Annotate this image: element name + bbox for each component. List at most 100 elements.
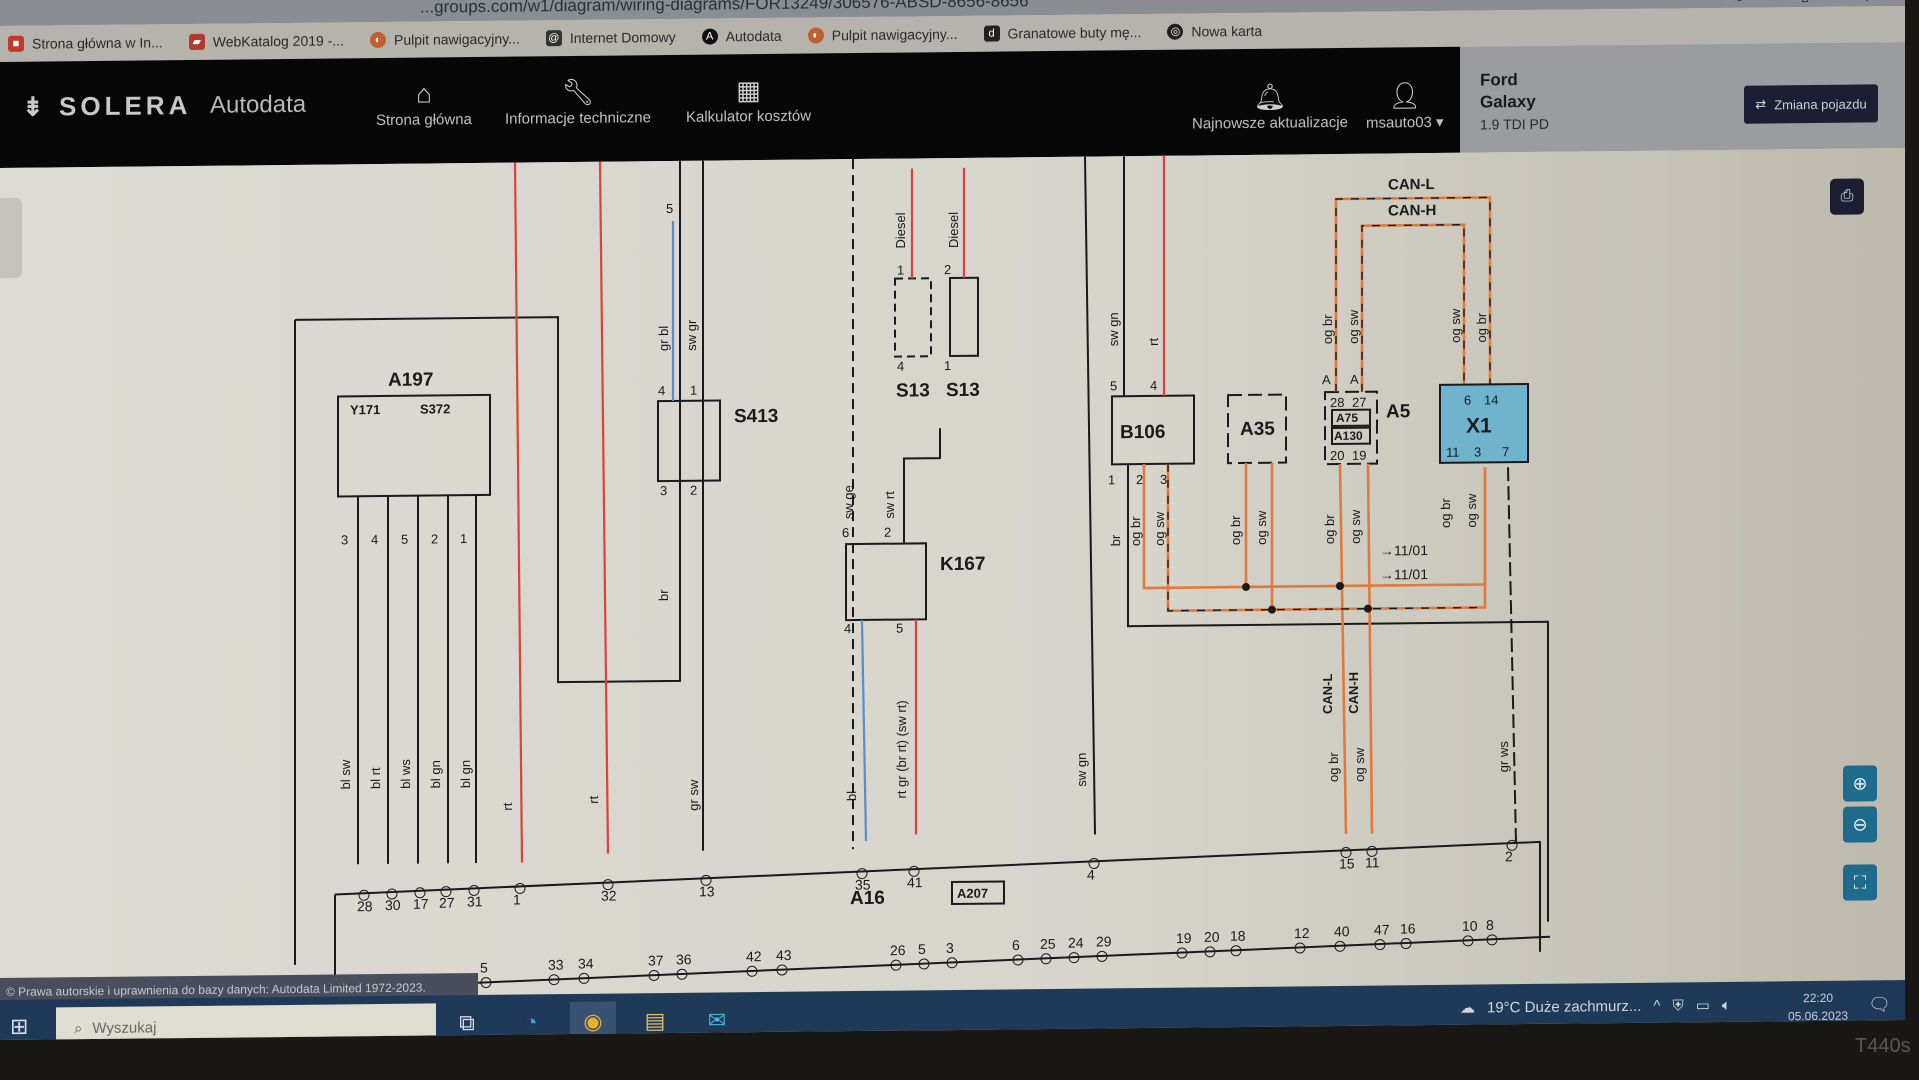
a75-box [1331,408,1371,428]
pin-label: 4 [844,621,851,636]
wiring-diagram-viewport[interactable]: A197 S413 S13 S13 K167 B106 A35 A5 X1 A1… [0,148,1905,1000]
logo-mark-icon: ⇟ [22,91,60,122]
file-explorer-icon[interactable]: ▤ [644,1008,666,1034]
pin-label: 19 [1352,448,1366,463]
ecu-pin-terminal [1374,939,1386,951]
ecu-pin-terminal [414,887,426,899]
car-icon: ▰ [188,33,205,51]
chevron-up-icon[interactable]: ^ [1653,997,1661,1015]
windows-start-icon[interactable]: ⊞ [10,1013,29,1039]
bookmark-4[interactable]: @Internet Domowy [545,29,676,47]
label-a35: A35 [1240,419,1275,440]
nav-cost-calculator[interactable]: ▦ Kalkulator kosztów [686,72,811,126]
wire-label: og sw [1448,308,1463,343]
wire-label: og br [1322,514,1337,544]
ecu-bottom-pin-label: 3 [946,940,954,956]
can-l-wire [1334,196,1492,393]
ref-label-1[interactable]: 11/01 [1394,542,1428,558]
ecu-pin-terminal [700,874,712,886]
zoom-out-icon: ⊖ [1852,814,1868,835]
weather-icon: ☁ [1460,999,1475,1017]
ecu-bottom-pin-label: 5 [480,960,488,976]
nav-latest-updates[interactable]: 🔔︎ Najnowsze aktualizacje [1192,78,1348,133]
chrome-icon[interactable]: ◉ [570,1001,616,1040]
solera-logo[interactable]: ⇟ SOLERA [22,89,192,122]
junction-dot [1364,604,1372,613]
zoom-in-icon: ⊕ [1852,773,1868,794]
volume-icon[interactable]: 🔈︎ [1721,996,1731,1014]
battery-icon[interactable]: ▭ [1695,997,1710,1015]
wrench-icon: 🔧︎ [561,76,595,108]
wire-label: bl gn [428,760,443,788]
ecu-pin-terminal [1400,938,1412,950]
print-icon: ⎙ [1840,187,1854,205]
ecu-bottom-pin-label: 18 [1230,928,1246,944]
star-icon[interactable]: ☆ [1766,0,1780,6]
fullscreen-button[interactable]: ⛶ [1843,864,1877,901]
nav-technical-info[interactable]: 🔧︎ Informacje techniczne [505,73,651,128]
pin-label: 5 [401,532,408,547]
wire-label: bl sw [338,759,353,789]
a16-bottom-edge [469,935,1551,985]
wire-label: Diesel [946,212,961,248]
zoom-in-button[interactable]: ⊕ [1843,765,1877,802]
zoom-out-button[interactable]: ⊖ [1843,806,1877,843]
ecu-bottom-pin-label: 33 [548,957,564,973]
calculator-icon: ▦ [736,75,761,106]
globe-icon: @ [545,30,562,47]
pin-label: 20 [1330,448,1344,463]
ecu-bottom-pin-label: 16 [1400,920,1416,936]
label-a5: A5 [1386,401,1411,422]
a197-frame [295,160,681,684]
a5-wire-20 [1338,463,1348,834]
user-menu[interactable]: 👤︎ msauto03 ▾ [1366,77,1444,132]
task-view-icon[interactable]: ⧉ [459,1010,475,1036]
home-icon: ⌂ [416,78,432,109]
mail-icon[interactable]: ✉ [707,1007,727,1033]
profile-icon[interactable]: ● [1829,0,1839,5]
bookmark-3[interactable]: ◐Pulpit nawigacyjny... [370,31,520,49]
a35-box [1227,393,1287,465]
ecu-bottom-pin-label: 40 [1334,923,1350,939]
bookmark-2[interactable]: ▰WebKatalog 2019 -... [188,32,344,51]
fullscreen-icon: ⛶ [1853,872,1867,893]
change-vehicle-button[interactable]: ⇄ Zmiana pojazdu [1744,84,1878,124]
defender-icon[interactable]: ⛨ [1672,996,1684,1014]
nav-home[interactable]: ⌂ Strona główna [376,75,472,129]
vehicle-panel: Ford Galaxy 1.9 TDI PD ⇄ Zmiana pojazdu [1460,42,1905,153]
share-icon[interactable]: ⇪ [1733,0,1746,6]
ecu-top-pin-label: 28 [357,898,373,914]
a5-wire-19 [1366,463,1374,834]
url-text[interactable]: ...groups.com/w1/diagram/wiring-diagrams… [420,0,1029,17]
taskbar-search[interactable]: ⌕ Wyszukaj [56,1003,436,1040]
ecu-pin-terminal [358,889,370,901]
ecu-pin-terminal [676,968,688,980]
print-button[interactable]: ⎙ [1830,178,1864,215]
dashboard-icon: ◐ [807,27,824,44]
bookmark-6[interactable]: ◐Pulpit nawigacyjny... [807,26,958,44]
bookmark-1[interactable]: ■Strona główna w In... [8,34,163,52]
ecu-bottom-pin-label: 5 [918,941,926,957]
swap-arrows-icon: ⇄ [1755,96,1767,112]
ref-label-2[interactable]: 11/01 [1394,566,1428,582]
sidebar-icon[interactable]: ▯ [1801,0,1810,5]
label-b106: B106 [1120,422,1165,443]
ecu-pin-terminal [890,959,902,971]
brand-name: Autodata [210,90,307,119]
menu-icon[interactable]: ⋮ [1859,0,1875,5]
wire-label: og sw [1152,511,1167,546]
clock-date: 05.06.2023 [1788,1008,1849,1024]
label-a197: A197 [388,369,433,390]
weather-text[interactable]: 19°C Duże zachmurz... [1487,997,1642,1016]
clock[interactable]: 22:20 05.06.2023 [1788,989,1848,1026]
bookmark-8[interactable]: ◎Nowa karta [1167,23,1262,40]
label-s372: S372 [420,401,450,416]
edge-icon[interactable]: ◔ [524,1009,538,1035]
wire-label: og br [1438,497,1453,527]
notification-icon[interactable]: 🗨︎ [1868,994,1891,1015]
ecu-top-pin-label: 41 [907,874,923,890]
wire-label: og br [1128,516,1143,546]
ecu-pin-terminal [908,865,920,877]
